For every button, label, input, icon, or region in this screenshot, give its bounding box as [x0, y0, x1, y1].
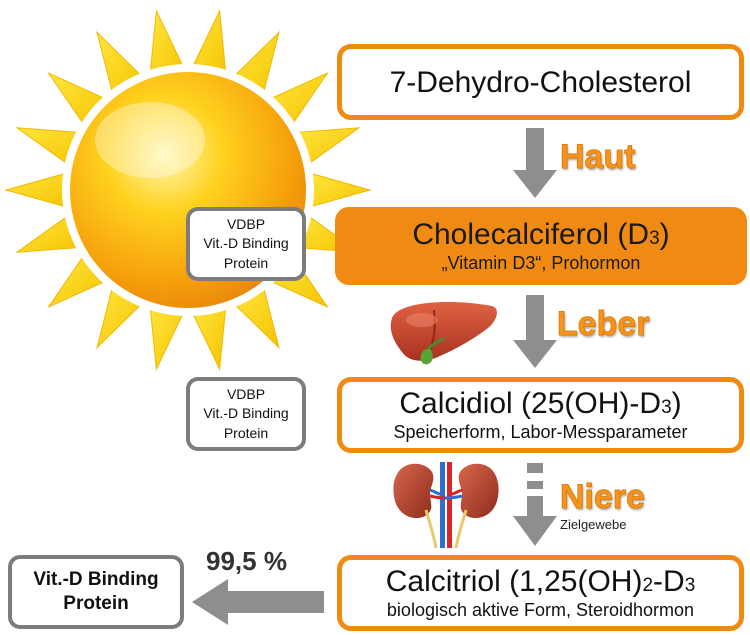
arrow-down-leber [513, 295, 557, 368]
arrow-down-niere [513, 463, 557, 546]
binding-protein-line2: Protein [63, 593, 129, 614]
sun-ray [4, 171, 70, 209]
calcidiol-box: Calcidiol (25(OH)-D3) Speicherform, Labo… [337, 377, 744, 453]
dehydro-cholesterol-title: 7-Dehydro-Cholesterol [389, 65, 692, 99]
calcitriol-subtitle: biologisch aktive Form, Steroidhormon [386, 600, 695, 620]
binding-protein-line1: Vit.-D Binding [33, 569, 159, 591]
vdbp-box-2-line1: VDBP [226, 385, 266, 402]
percentage-label: 99,5 % [206, 546, 287, 576]
cholecalciferol-title: Cholecalciferol (D3) [412, 218, 670, 251]
calcitriol-box: Calcitriol (1,25(OH)2-D3 biologisch akti… [337, 555, 744, 631]
vdbp-box-1-line3: Protein [223, 254, 269, 271]
arrow-down-haut [513, 128, 557, 198]
binding-protein-box: Vit.-D Binding Protein [8, 555, 184, 629]
kidneys-icon [393, 462, 499, 549]
haut-label: Haut [560, 138, 637, 177]
cholecalciferol-subtitle: „Vitamin D3“, Prohormon [441, 253, 641, 273]
zielgewebe-label: Zielgewebe [560, 517, 627, 532]
dehydro-cholesterol-box: 7-Dehydro-Cholesterol [337, 44, 744, 120]
calcitriol-title: Calcitriol (1,25(OH)2-D3 [385, 565, 696, 598]
vdbp-box-2: VDBP Vit.-D Binding Protein [186, 377, 306, 451]
leber-label: Leber [557, 305, 651, 344]
sun-ray [306, 171, 372, 209]
calcidiol-title: Calcidiol (25(OH)-D3) [399, 387, 682, 420]
niere-label: Niere [559, 478, 646, 517]
vdbp-box-1-line1: VDBP [226, 215, 266, 232]
cholecalciferol-box: Cholecalciferol (D3) „Vitamin D3“, Proho… [335, 207, 747, 285]
vdbp-box-2-line3: Protein [223, 424, 269, 441]
vdbp-box-2-line2: Vit.-D Binding [203, 405, 289, 422]
arrow-left [192, 579, 324, 625]
vdbp-box-1: VDBP Vit.-D Binding Protein [186, 207, 306, 281]
liver-icon [390, 302, 497, 365]
vdbp-box-1-line2: Vit.-D Binding [203, 235, 289, 252]
calcidiol-subtitle: Speicherform, Labor-Messparameter [393, 422, 688, 442]
sun-icon [4, 8, 372, 372]
